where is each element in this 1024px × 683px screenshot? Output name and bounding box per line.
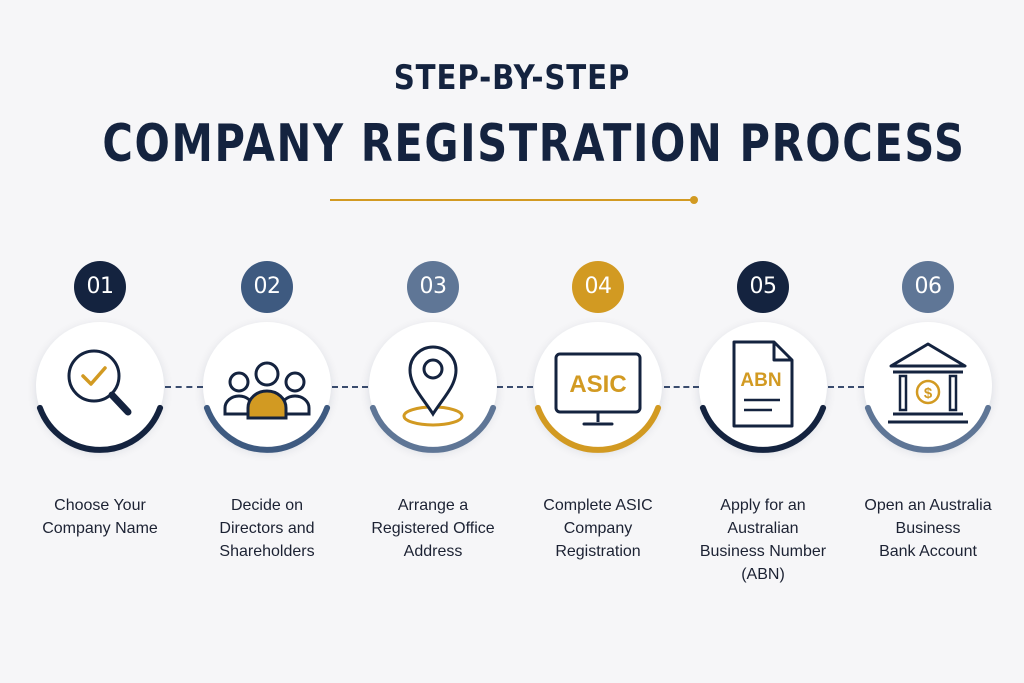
document-icon: ABN — [728, 338, 798, 435]
document-icon-text: ABN — [740, 370, 781, 391]
connector-4 — [664, 386, 699, 388]
subtitle: STEP-BY-STEP — [393, 58, 631, 98]
step-number-badge: 05 — [737, 261, 789, 313]
step-arc — [36, 404, 164, 453]
title-underline-dot — [690, 196, 698, 204]
connector-3 — [497, 386, 533, 388]
step-label-line: Company Name — [42, 520, 158, 537]
step-label-line: Apply for an — [720, 497, 806, 514]
step-label-line: Bank Account — [879, 543, 977, 560]
connector-2 — [332, 386, 368, 388]
step-label-line: Address — [403, 543, 463, 560]
step-arc — [699, 404, 827, 453]
step-label-line: Open an Australia — [864, 497, 992, 514]
title-underline — [330, 199, 694, 201]
step-label-line: Business Number — [699, 543, 827, 560]
connector-1 — [165, 386, 203, 388]
step-label-line: Company — [563, 520, 633, 537]
step-arc — [534, 404, 662, 453]
monitor-icon: ASIC — [550, 348, 646, 437]
step-label-line: Arrange a — [397, 497, 469, 514]
people-group-icon — [217, 356, 317, 441]
bank-icon: $ — [883, 338, 973, 435]
step-label-line: Choose Your — [54, 497, 146, 514]
step-label-line: Business — [895, 520, 961, 537]
step-number-badge: 02 — [241, 261, 293, 313]
step-icon-circle — [36, 322, 164, 450]
step-arc — [203, 404, 331, 453]
step-number-badge: 04 — [572, 261, 624, 313]
step-number-badge: 01 — [74, 261, 126, 313]
step-number-badge: 03 — [407, 261, 459, 313]
step-number-badge: 06 — [902, 261, 954, 313]
step-label-line: Directors and — [219, 520, 315, 537]
step-label-line: Complete ASIC — [543, 497, 653, 514]
page-title: COMPANY REGISTRATION PROCESS — [102, 114, 966, 174]
connector-5 — [828, 386, 864, 388]
step-label-line: Decide on — [230, 497, 304, 514]
step-arc — [864, 404, 992, 453]
step-arc — [369, 404, 497, 453]
step-label-line: Registered Office — [371, 520, 495, 537]
magnifier-check-icon — [54, 338, 146, 435]
svg-text:$: $ — [924, 385, 933, 402]
step-label-line: Australian — [727, 520, 799, 537]
step-label-line: (ABN) — [741, 566, 785, 583]
monitor-icon-text: ASIC — [569, 371, 626, 398]
step-label-line: Registration — [555, 543, 641, 560]
step-label-line: Shareholders — [219, 543, 315, 560]
location-pin-icon — [393, 340, 473, 437]
